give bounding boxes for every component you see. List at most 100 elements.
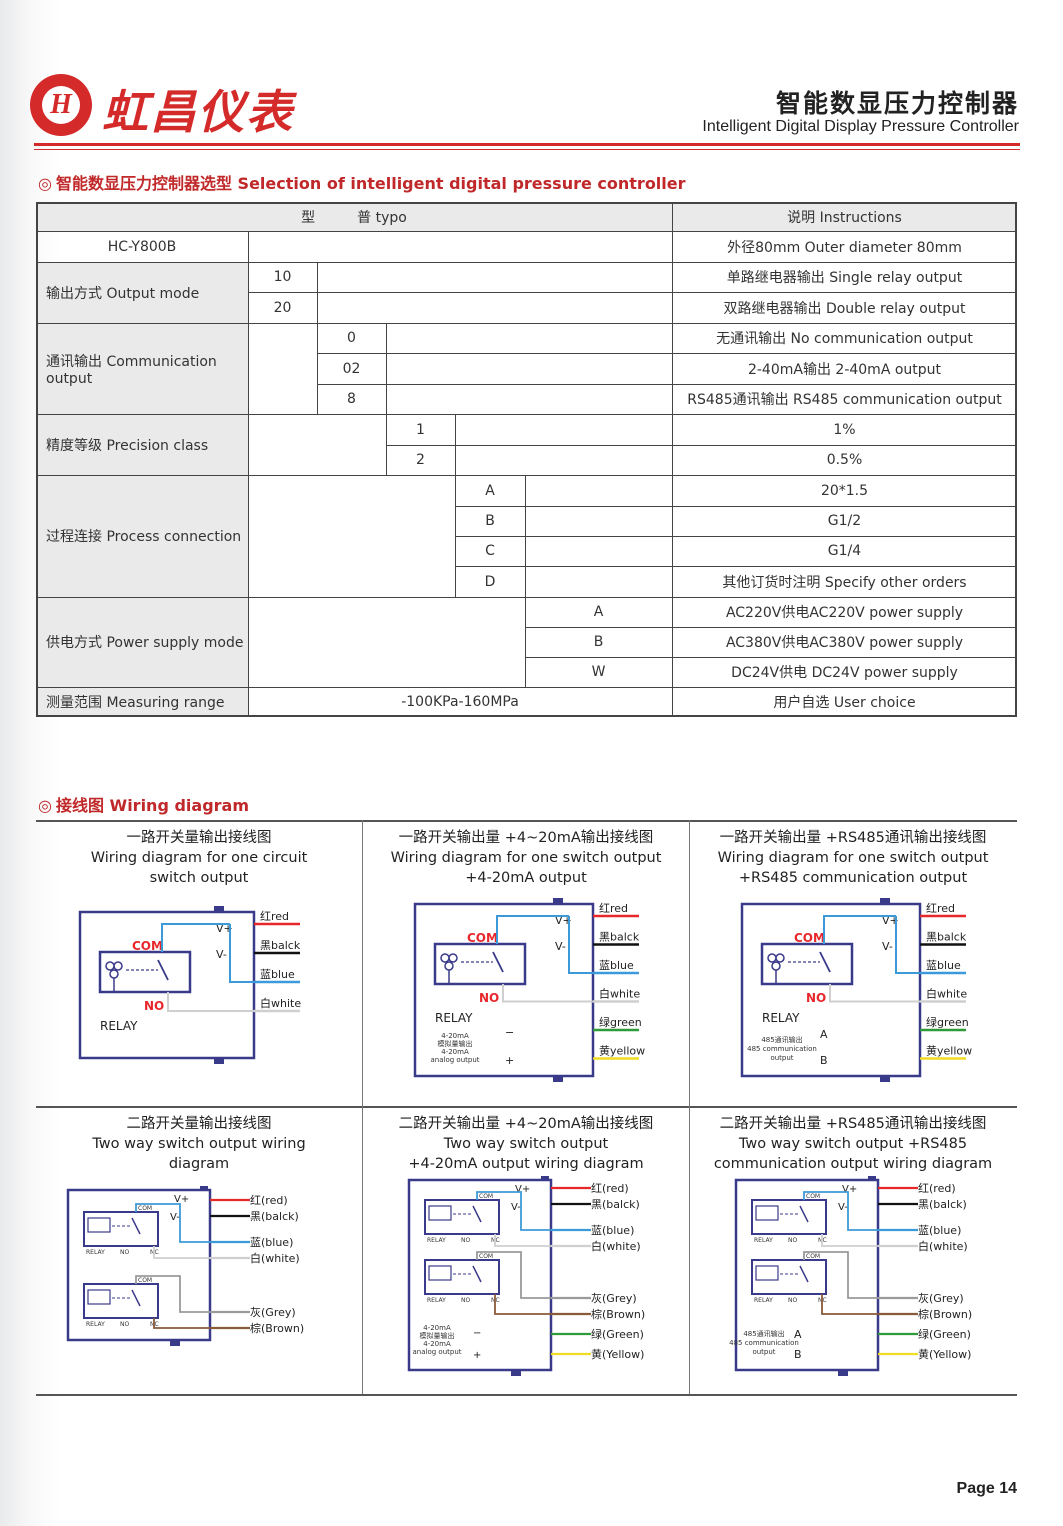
vminus-label: V- — [511, 1202, 521, 1213]
caption-line: Wiring diagram for one switch output — [390, 850, 662, 866]
analog-label: analog output — [431, 1056, 480, 1064]
analog-label: 4-20mA — [423, 1340, 451, 1348]
table-rule — [36, 715, 1017, 717]
coil-loop — [767, 953, 777, 963]
relay-coil — [755, 1265, 779, 1281]
box-tab — [553, 898, 563, 904]
com-label: COM — [132, 939, 163, 953]
a-label: A — [820, 1028, 828, 1041]
table-rule — [525, 627, 1017, 628]
no-label: NO — [144, 999, 164, 1013]
caption-line: Two way switch output — [443, 1136, 609, 1152]
diagram-body: V+V-红(red)黑(balck)蓝(blue)白(white)灰(Grey)… — [729, 1176, 972, 1376]
relay-switch — [472, 1265, 482, 1283]
rs485-label: output — [770, 1054, 793, 1062]
power-code: W — [591, 664, 606, 680]
terminal-label: 棕(Brown) — [591, 1307, 645, 1321]
wiring-rule — [36, 820, 1017, 822]
caption-line: 一路开关输出量 +RS485通讯输出接线图 — [719, 830, 987, 846]
blue-wire — [895, 916, 920, 974]
controller-box — [78, 910, 256, 1060]
table-rule — [248, 231, 249, 717]
relay-box — [433, 942, 527, 986]
rs485-label: 485 communication — [729, 1339, 799, 1347]
terminal-label: 蓝blue — [926, 959, 961, 972]
no-label: NO — [806, 991, 826, 1005]
diagram-body: 红red黑balck蓝blue白white绿green黄yellowV+V-CO… — [740, 898, 972, 1082]
terminal-label: 白white — [599, 987, 640, 1001]
table-rule — [36, 231, 1017, 232]
terminal-label: 红red — [260, 910, 289, 923]
terminal-label: 绿green — [599, 1015, 642, 1029]
table-rule — [386, 323, 387, 414]
terminal-label: 黑(balck) — [591, 1198, 640, 1211]
com-wire — [161, 923, 230, 952]
table-rule — [36, 475, 1017, 476]
diagram-body: V+V-红(red)黑(balck)蓝(blue)白(white)灰(Grey)… — [66, 1186, 304, 1346]
box-tab — [880, 1076, 890, 1082]
terminal-label: 黄(Yellow) — [918, 1347, 971, 1361]
relay-switch — [799, 1265, 809, 1283]
table-rule — [386, 445, 1017, 446]
terminal-label: 黑(balck) — [250, 1210, 299, 1223]
diagram-body: V+V-红(red)黑(balck)蓝(blue)白(white)灰(Grey)… — [407, 1176, 645, 1376]
vminus-label: V- — [170, 1212, 180, 1223]
caption-line: diagram — [168, 1156, 230, 1172]
wiring-divider — [689, 820, 690, 1394]
wiring-rule — [36, 1106, 1017, 1108]
table-rule — [36, 597, 1017, 598]
process-code: B — [485, 513, 495, 529]
relay-switch — [157, 959, 169, 981]
terminal-label: 蓝(blue) — [250, 1236, 293, 1249]
relay-switch — [819, 951, 831, 973]
relay-label: RELAY — [435, 1011, 473, 1025]
no-label: NO — [461, 1237, 470, 1244]
range-instructions: 用户自选 User choice — [773, 695, 916, 711]
terminal-label: 白white — [926, 987, 967, 1001]
no-label: NO — [788, 1297, 797, 1304]
vminus-label: V- — [216, 948, 227, 961]
relay-wire — [494, 1294, 551, 1315]
table-rule — [317, 323, 318, 414]
precision-label: 精度等级 Precision class — [36, 414, 248, 475]
table-rule — [36, 687, 1017, 688]
terminal-label: 绿green — [926, 1015, 969, 1029]
analog-label: 4-20mA — [441, 1032, 469, 1040]
terminal-label: 白(white) — [250, 1251, 300, 1265]
terminal-label: 黑balck — [599, 931, 640, 944]
process-desc: G1/2 — [827, 513, 862, 529]
plus-label: + — [473, 1350, 481, 1361]
relay-coil — [428, 1205, 452, 1221]
relay-wire — [803, 1191, 878, 1231]
wiring-divider — [362, 820, 363, 1394]
precision-code: 2 — [416, 452, 425, 468]
relay-wire — [153, 1246, 210, 1259]
com-label: COM — [806, 1193, 820, 1200]
process-code: C — [485, 543, 495, 559]
header-rule-thin — [34, 149, 1020, 150]
table-rule — [455, 506, 1017, 507]
output-desc: 双路继电器输出 Double relay output — [723, 300, 966, 317]
relay-wire — [476, 1191, 551, 1231]
caption-line: +4-20mA output — [465, 870, 587, 886]
terminal-label: 红red — [926, 902, 955, 915]
relay-box — [751, 1199, 827, 1235]
table-rule — [525, 475, 526, 597]
output-code: 10 — [273, 269, 292, 285]
no-label: NO — [461, 1297, 470, 1304]
process-label: 过程连接 Process connection — [36, 475, 248, 597]
model-instructions: 外径80mm Outer diameter 80mm — [727, 239, 962, 256]
relay-label: RELAY — [762, 1011, 800, 1025]
relay-box — [760, 942, 854, 986]
terminal-label: 棕(Brown) — [250, 1321, 304, 1335]
terminal-label: 红(red) — [591, 1182, 629, 1195]
vplus-label: V+ — [174, 1194, 189, 1205]
caption-line: Two way switch output wiring — [92, 1136, 306, 1152]
vplus-label: V+ — [515, 1184, 530, 1195]
relay-label: RELAY — [427, 1297, 446, 1304]
selection-section-title: ◎智能数显压力控制器选型 Selection of intelligent di… — [38, 174, 686, 193]
no-label: NO — [120, 1249, 129, 1256]
